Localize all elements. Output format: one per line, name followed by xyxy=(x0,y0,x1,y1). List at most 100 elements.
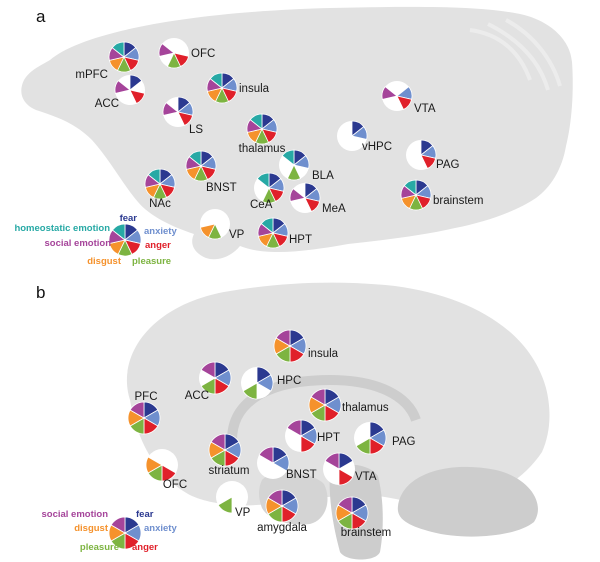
panel-a-letter: a xyxy=(36,7,46,26)
region-vhpc-anxiety-sector xyxy=(351,126,368,140)
region-thalamus-label: thalamus xyxy=(239,143,286,155)
region-pfc-social-sector xyxy=(129,401,145,419)
region-vta-social-sector xyxy=(381,86,398,100)
region-vta: VTA xyxy=(323,452,377,486)
region-brainstem: brainstem xyxy=(335,496,392,539)
region-mea: MeA xyxy=(289,182,346,215)
region-vp-label: VP xyxy=(229,229,245,241)
legend-a-anger-label: anger xyxy=(145,240,171,251)
region-vta-label: VTA xyxy=(355,471,377,483)
region-striatum-social-sector xyxy=(210,433,226,451)
legend-a-social-label: social emotion xyxy=(44,238,111,249)
region-bnst-label: BNST xyxy=(206,182,237,194)
region-ofc-disgust-sector xyxy=(145,456,163,474)
mouse-cerebrum-shape xyxy=(21,6,573,260)
region-ls-anger-sector xyxy=(177,111,194,127)
region-amygdala: amygdala xyxy=(257,489,308,534)
region-ofc-pleasure-sector xyxy=(166,52,182,69)
legend-a: fear anxiety anger pleasure disgust soci… xyxy=(14,213,177,267)
region-acc-social-sector xyxy=(200,361,216,379)
region-pfc: PFC xyxy=(127,391,161,435)
legend-b-pleasure-label: pleasure xyxy=(80,542,119,553)
region-acc-label: ACC xyxy=(95,98,119,110)
region-insula-label: insula xyxy=(239,83,270,95)
region-pag: PAG xyxy=(406,139,459,171)
region-cea-label: CeA xyxy=(250,199,273,211)
region-nac: NAc xyxy=(144,168,176,210)
region-bnst-anxiety-sector xyxy=(272,454,290,472)
region-bnst-homeostatic-sector xyxy=(188,150,202,167)
region-acc: ACC xyxy=(185,361,232,402)
region-mpfc: mPFC xyxy=(75,41,140,81)
region-insula: insula xyxy=(273,329,339,363)
region-vta-anger-sector xyxy=(338,468,354,486)
region-hpt: HPT xyxy=(285,419,340,453)
region-striatum-label: striatum xyxy=(209,465,250,477)
region-bnst: BNST xyxy=(185,150,237,194)
region-cea-homeostatic-sector xyxy=(256,172,270,189)
legend-a-pleasure-label: pleasure xyxy=(132,256,171,267)
region-vta-anger-sector xyxy=(396,95,413,111)
region-cea-pleasure-sector xyxy=(261,187,277,204)
region-pfc-label: PFC xyxy=(135,391,158,403)
region-bnst: BNST xyxy=(257,446,317,481)
region-vp: VP xyxy=(199,209,245,241)
mouse-cerebellum-folds xyxy=(469,18,562,91)
corpus-callosum xyxy=(227,374,421,441)
region-brainstem-social-sector xyxy=(337,496,353,514)
region-brainstem: brainstem xyxy=(400,179,484,211)
region-bla-homeostatic-sector xyxy=(281,149,295,166)
legend-b-social-sector xyxy=(110,516,126,534)
legend-a-homeostatic-sector xyxy=(111,223,126,241)
region-pag: PAG xyxy=(354,421,415,455)
region-ofc-label: OFC xyxy=(191,48,215,60)
legend-b-social-label: social emotion xyxy=(41,509,108,520)
legend-a-pie xyxy=(108,223,142,257)
region-brainstem-homeostatic-sector xyxy=(403,179,417,196)
region-vp-pleasure-sector xyxy=(217,496,233,514)
region-ofc-social-sector xyxy=(158,43,175,57)
region-brainstem-label: brainstem xyxy=(433,195,484,207)
region-bla-pleasure-sector xyxy=(286,164,302,181)
region-ls-social-sector xyxy=(162,102,179,116)
region-vhpc-label: vHPC xyxy=(362,141,392,153)
region-acc-social-sector xyxy=(114,80,131,94)
region-bnst-social-sector xyxy=(258,446,274,464)
mouse-brain-silhouette xyxy=(21,6,573,260)
region-acc-pleasure-sector xyxy=(200,377,216,395)
region-hpc-label: HPC xyxy=(277,375,301,387)
region-thalamus-social-sector xyxy=(310,388,326,406)
region-insula-homeostatic-sector xyxy=(209,72,223,89)
legend-b-pie xyxy=(108,516,142,550)
region-vta-label: VTA xyxy=(414,103,436,115)
region-vp: VP xyxy=(216,481,251,519)
region-vta: VTA xyxy=(381,81,436,115)
region-bla-label: BLA xyxy=(312,170,334,182)
legend-a-homeostatic-label: homeostatic emotion xyxy=(14,223,110,234)
panel-a-regions: mPFCOFCACCinsulaLSthalamusVTAvHPCPAGBNST… xyxy=(75,38,484,249)
region-mea-social-sector xyxy=(289,188,306,202)
region-hpc-anxiety-sector xyxy=(256,374,274,392)
legend-a-disgust-label: disgust xyxy=(87,256,122,267)
region-brainstem-label: brainstem xyxy=(341,527,392,539)
region-nac-homeostatic-sector xyxy=(147,168,161,185)
region-bnst-label: BNST xyxy=(286,469,317,481)
legend-b-anger-label: anger xyxy=(132,542,158,553)
legend-b-fear-label: fear xyxy=(136,509,154,520)
panel-b-letter: b xyxy=(36,283,45,302)
region-ofc: OFC xyxy=(145,449,187,491)
region-thalamus-label: thalamus xyxy=(342,402,389,414)
region-hpc-pleasure-sector xyxy=(242,382,258,400)
region-vp-label: VP xyxy=(235,507,251,519)
region-striatum: striatum xyxy=(209,433,250,477)
region-mpfc-homeostatic-sector xyxy=(111,41,125,58)
region-vta-social-sector xyxy=(324,452,340,470)
region-pag-label: PAG xyxy=(392,436,415,448)
region-bla-anxiety-sector xyxy=(293,155,310,169)
region-hpt-label: HPT xyxy=(317,432,340,444)
region-mea-label: MeA xyxy=(322,203,346,215)
region-cea: CeA xyxy=(250,172,285,211)
region-insula-social-sector xyxy=(275,329,291,347)
region-hpt: HPT xyxy=(257,217,312,249)
